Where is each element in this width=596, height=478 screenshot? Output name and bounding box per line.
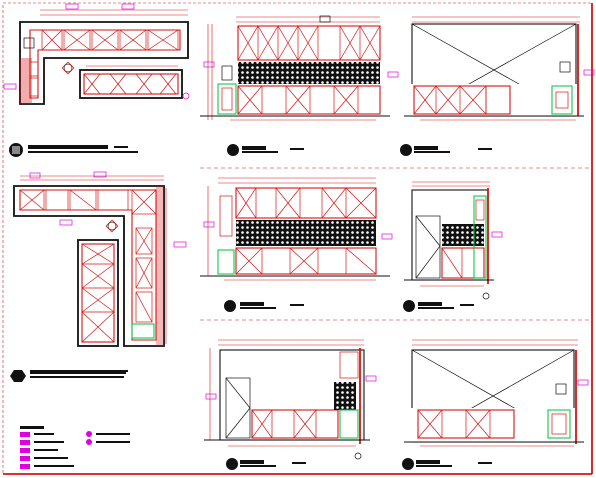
elev-4-caption: [403, 300, 474, 312]
elev-5-caption: [226, 458, 306, 470]
elev-1: [200, 15, 399, 121]
elev-6-caption: [402, 458, 492, 470]
elev-3: [200, 177, 393, 281]
elev-3-caption: [224, 300, 304, 312]
legend: [20, 426, 130, 469]
elev-1-caption: [227, 144, 304, 156]
elev-6: [404, 339, 589, 447]
elev-4: [404, 181, 503, 300]
elev-5: [204, 339, 377, 460]
plan-upper-caption: [9, 143, 138, 157]
elev-2: [404, 16, 595, 121]
legend-row: [20, 440, 64, 445]
plan-upper: [3, 3, 190, 105]
plan-lower: [13, 171, 187, 347]
legend-row: [20, 464, 74, 469]
legend-row: [20, 456, 68, 461]
plan-lower-caption: [10, 370, 128, 382]
legend-row: [20, 448, 58, 453]
elev-2-caption: [400, 144, 492, 156]
legend-row: [20, 432, 54, 437]
